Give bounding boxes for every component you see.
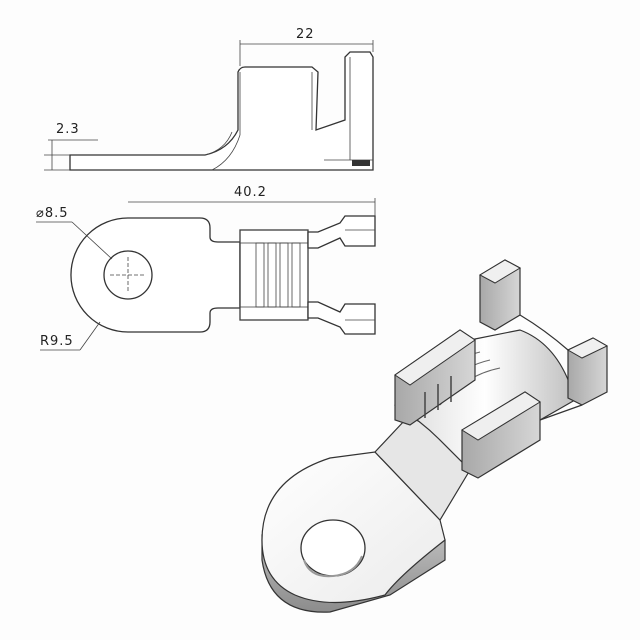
side-view-outline bbox=[69, 51, 374, 171]
top-view-ring bbox=[70, 217, 241, 333]
dim-40-2-label: 40.2 bbox=[234, 185, 267, 200]
dim-hole-label: ⌀8.5 bbox=[36, 206, 69, 221]
isometric-view bbox=[261, 259, 609, 613]
top-view-barrel bbox=[239, 229, 309, 321]
side-view: 22 2.3 bbox=[44, 27, 374, 171]
dim-22-label: 22 bbox=[296, 27, 315, 42]
dim-2-3-label: 2.3 bbox=[56, 122, 80, 137]
dim-radius-label: R9.5 bbox=[40, 334, 74, 349]
side-view-marker bbox=[352, 160, 370, 166]
top-view: 40.2 ⌀8.5 R9.5 bbox=[36, 185, 376, 351]
